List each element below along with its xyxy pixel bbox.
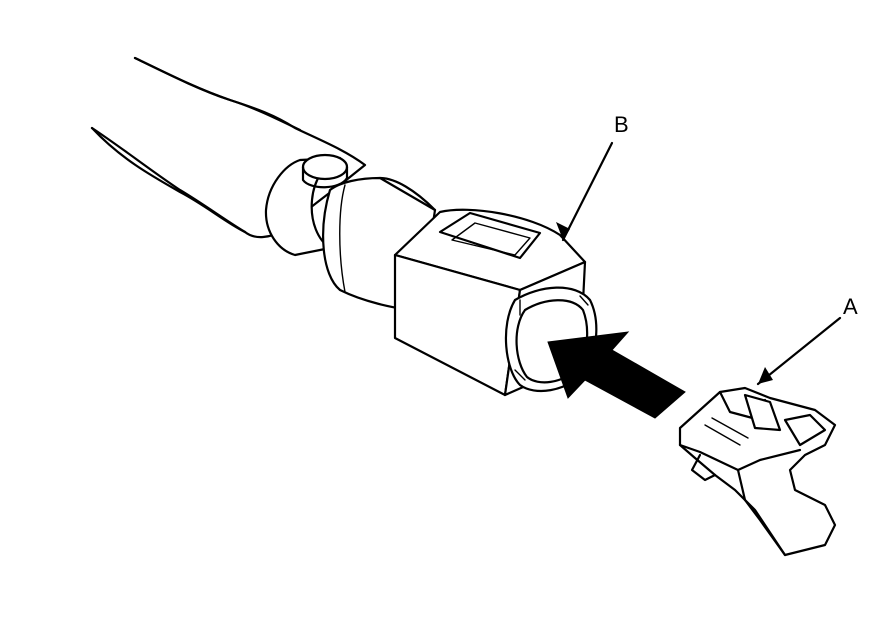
wire-harness — [90, 56, 367, 239]
callout-b-leader — [561, 141, 614, 242]
retainer-clip-a — [678, 386, 837, 557]
callout-a-leader — [756, 316, 842, 386]
callout-a: A — [756, 294, 858, 386]
connector-body-b — [393, 208, 598, 397]
latch-button — [301, 153, 349, 181]
callout-b: B — [556, 112, 629, 242]
callout-a-arrowhead — [758, 367, 773, 384]
label-a: A — [843, 294, 858, 319]
rear-collar — [264, 153, 349, 257]
insertion-arrow — [547, 331, 686, 419]
callout-b-arrowhead — [556, 222, 570, 240]
label-b: B — [614, 112, 629, 137]
